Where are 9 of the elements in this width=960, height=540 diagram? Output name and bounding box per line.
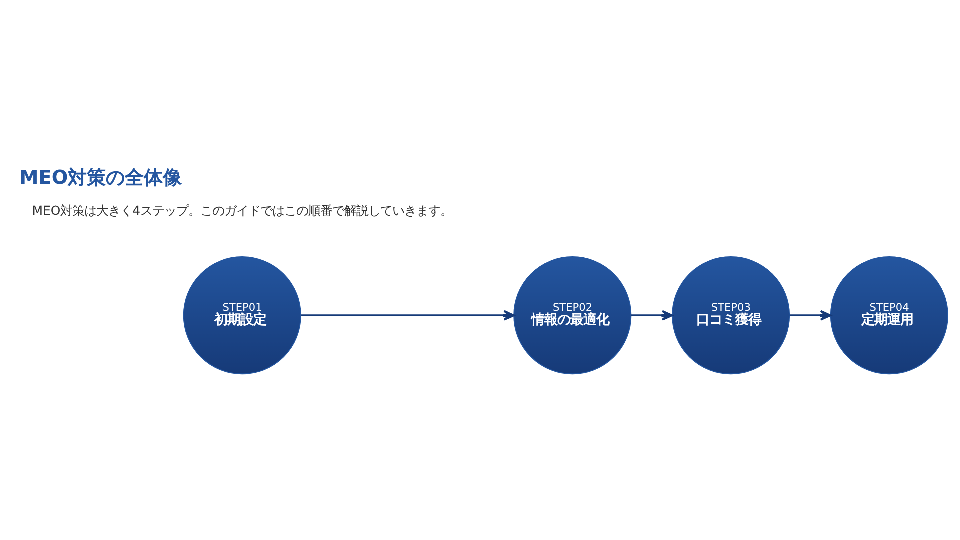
arrow: [790, 310, 832, 321]
arrow: [301, 310, 515, 321]
node-circle: STEP03 口コミ獲得: [672, 256, 790, 375]
label: MEO対策は大きく4ステップ。このガイドではこの順番で解説していきます。: [32, 203, 453, 218]
node-circle: STEP02 情報の最適化: [514, 256, 632, 375]
arrow: [631, 310, 674, 321]
diagram-title: MEO対策の全体像: [20, 166, 182, 190]
node-circle: STEP01 初期設定: [183, 256, 302, 375]
node-circle: STEP04 定期運用: [830, 256, 948, 375]
